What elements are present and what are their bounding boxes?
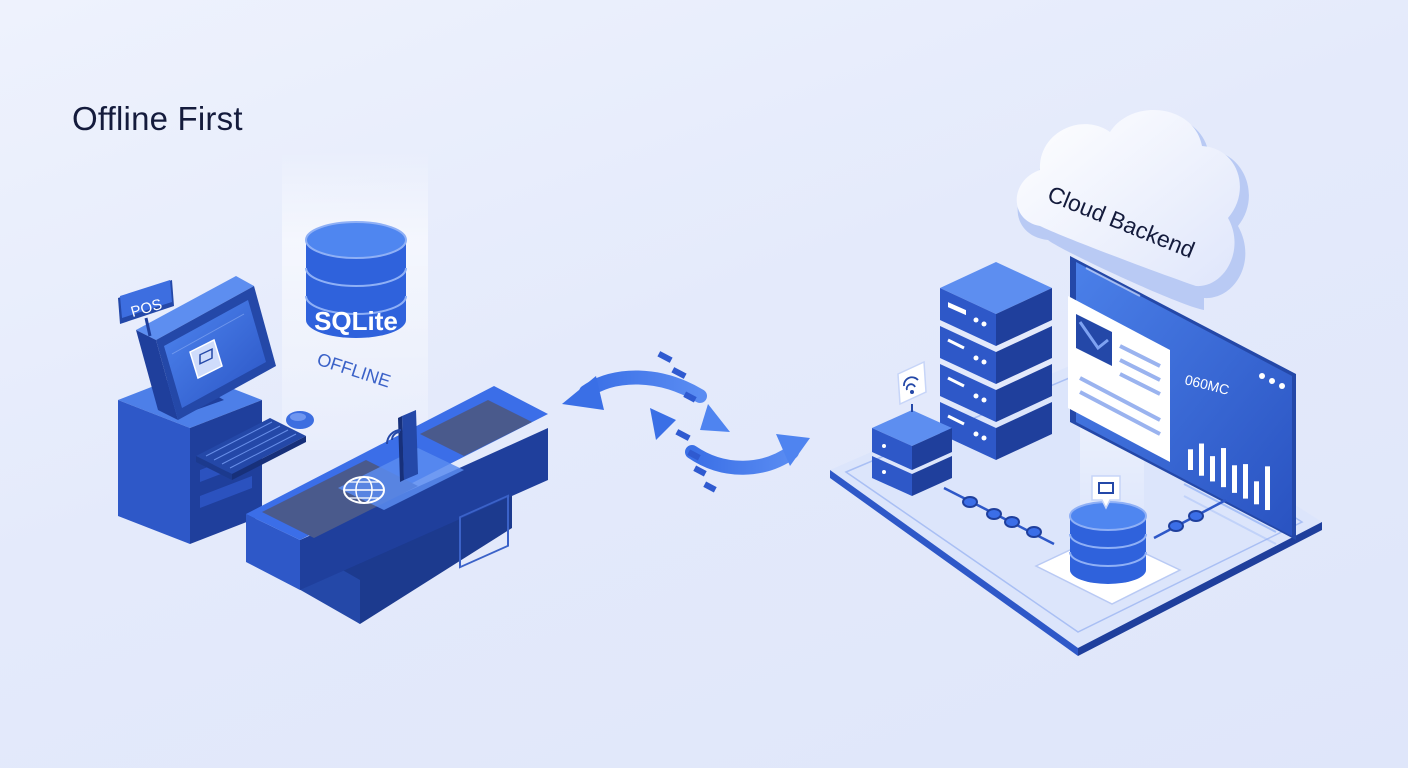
pos-terminal: POS xyxy=(118,276,314,544)
wifi-icon xyxy=(386,429,402,445)
checkout-counter xyxy=(246,386,548,624)
keyboard xyxy=(196,418,306,480)
dashboard-bar xyxy=(1254,481,1259,505)
sync-arrow-right xyxy=(685,445,799,475)
sync-arrows xyxy=(562,351,810,493)
dashboard-bar xyxy=(1210,456,1215,482)
sqlite-database xyxy=(305,221,407,338)
sqlite-label: SQLite xyxy=(314,306,398,336)
pos-tag xyxy=(118,280,174,337)
dashboard-panel xyxy=(1068,256,1296,545)
server-rack xyxy=(940,262,1052,460)
router-stack xyxy=(872,360,952,496)
dashboard-bar xyxy=(1265,466,1270,511)
window-dots xyxy=(1259,373,1285,389)
sync-arrow-left xyxy=(579,370,707,403)
dashboard-bar xyxy=(1188,449,1193,470)
router-wifi-icon xyxy=(903,376,919,391)
dashboard-bar xyxy=(1243,464,1248,499)
dashboard-bar xyxy=(1221,448,1226,488)
diagram-title: Offline First xyxy=(72,100,243,137)
connection-chain xyxy=(943,486,1227,546)
cloud-database xyxy=(1034,475,1182,605)
screen-card-icon xyxy=(189,338,223,380)
globe-icon xyxy=(343,476,385,504)
card-icon xyxy=(1098,482,1114,494)
dashboard-bars xyxy=(1188,443,1270,511)
cloud-shape xyxy=(1016,110,1249,311)
dashboard-bar xyxy=(1199,443,1204,476)
dashboard-bar xyxy=(1232,465,1237,493)
